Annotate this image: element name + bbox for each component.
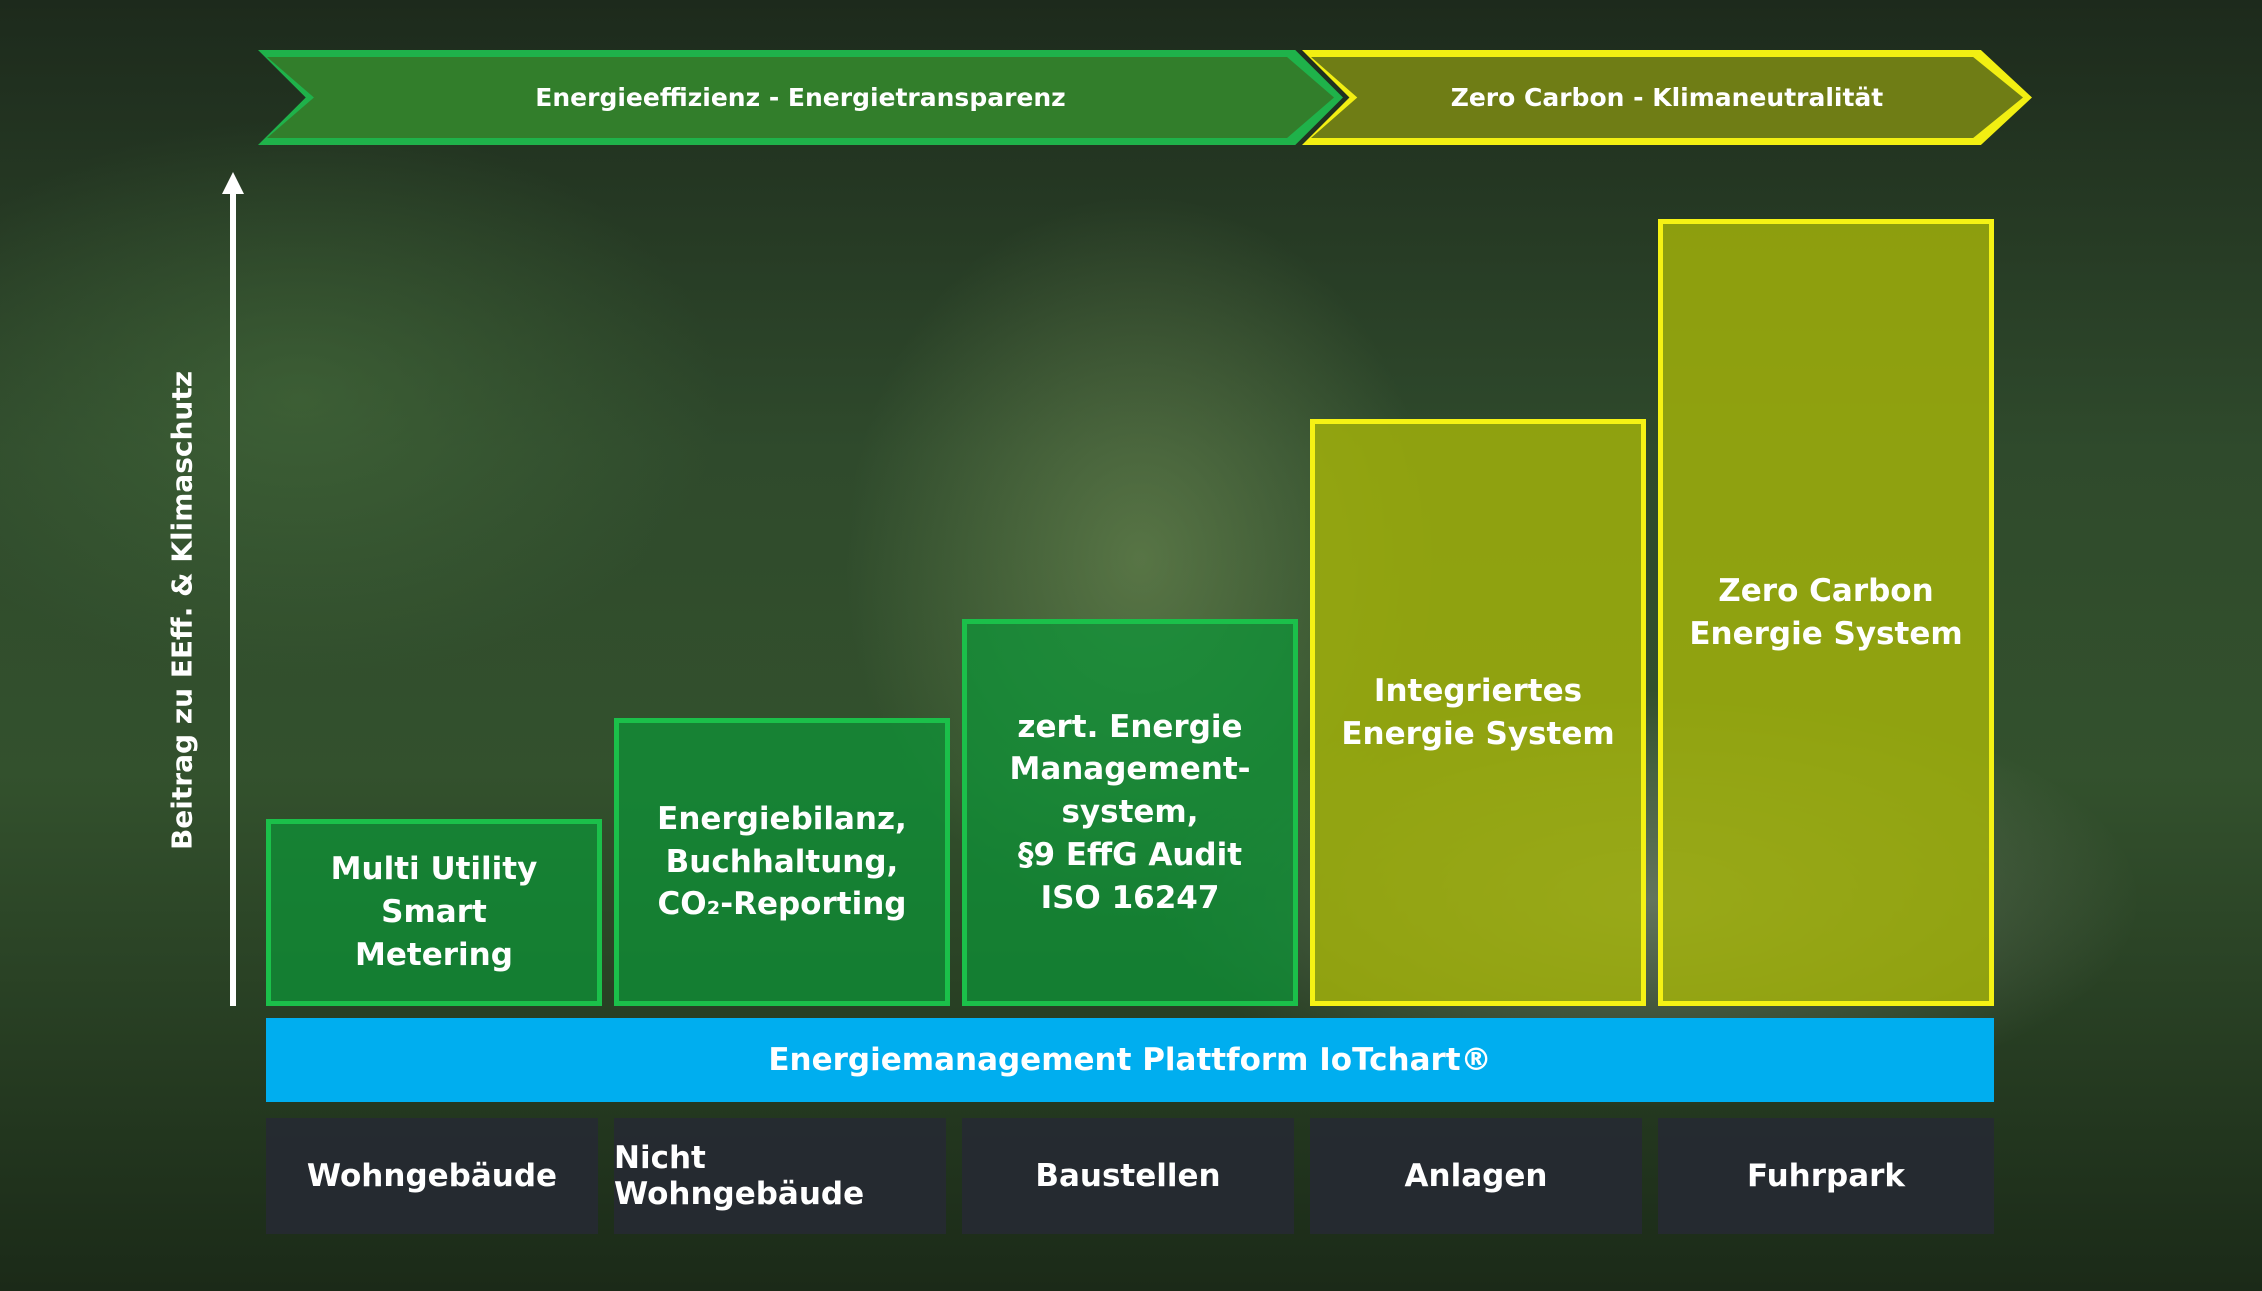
bar-energiebilanz-label: Energiebilanz, Buchhaltung, CO₂-Reportin… <box>657 800 907 923</box>
chevron-energieeffizienz: Energieeffizienz - Energietransparenz <box>258 50 1343 145</box>
category-label: Nicht Wohngebäude <box>614 1140 865 1212</box>
category-label: Baustellen <box>1035 1158 1221 1194</box>
platform-band: Energiemanagement Plattform IoTchart® <box>266 1018 1994 1102</box>
category-fuhrpark: Fuhrpark <box>1658 1118 1994 1234</box>
bar-energie-management: zert. Energie Management- system, §9 Eff… <box>962 619 1298 1006</box>
category-nicht-wohngebaeude: Nicht Wohngebäude <box>614 1118 946 1234</box>
category-anlagen: Anlagen <box>1310 1118 1642 1234</box>
axis-line <box>230 180 236 1006</box>
category-label: Fuhrpark <box>1746 1158 1906 1194</box>
category-label: Anlagen <box>1404 1158 1548 1194</box>
chevron-zero-carbon-label: Zero Carbon - Klimaneutralität <box>1450 83 1884 112</box>
bar-zero-carbon-energie-system-label: Zero Carbon Energie System <box>1689 572 1963 652</box>
bar-integriertes-energie-system-label: Integriertes Energie System <box>1341 672 1615 752</box>
axis-arrow-head <box>222 172 244 194</box>
bar-zero-carbon-energie-system: Zero Carbon Energie System <box>1658 219 1994 1006</box>
chevron-energieeffizienz-label: Energieeffizienz - Energietransparenz <box>535 83 1066 112</box>
bar-multi-utility-label: Multi Utility Smart Metering <box>330 851 538 973</box>
bar-multi-utility: Multi Utility Smart Metering <box>266 819 602 1006</box>
platform-label: Energiemanagement Plattform IoTchart® <box>768 1042 1492 1078</box>
category-label: Wohngebäude <box>306 1158 558 1194</box>
axis-label-text: Beitrag zu EEff. & Klimaschutz <box>165 370 199 851</box>
category-wohngebaeude: Wohngebäude <box>266 1118 598 1234</box>
bar-integriertes-energie-system: Integriertes Energie System <box>1310 419 1646 1006</box>
category-baustellen: Baustellen <box>962 1118 1294 1234</box>
bar-energiebilanz: Energiebilanz, Buchhaltung, CO₂-Reportin… <box>614 718 950 1006</box>
bar-energie-management-label: zert. Energie Management- system, §9 Eff… <box>1009 708 1251 916</box>
chevron-zero-carbon: Zero Carbon - Klimaneutralität <box>1302 50 2032 145</box>
